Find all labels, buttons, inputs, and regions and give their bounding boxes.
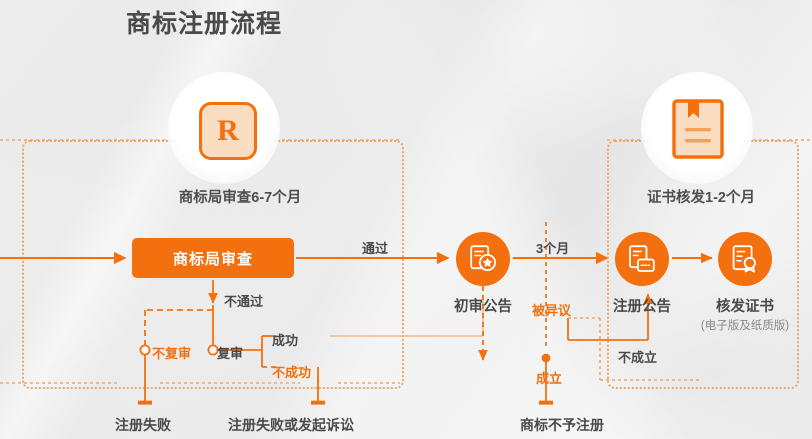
edge-label-not-pass: 不通过: [224, 294, 264, 309]
document-stack-icon: [629, 245, 655, 272]
node-issue-certificate[interactable]: [718, 232, 772, 286]
certificate-book-icon: [671, 98, 725, 160]
result-label-registration-failed: 注册失败: [115, 417, 171, 433]
edge-label-review: 复审: [217, 346, 244, 361]
node-sublabel-issue-certificate: (电子版及纸质版): [700, 320, 790, 332]
result-label-no-registration: 商标不予注册: [520, 417, 604, 433]
edge-label-no-review: 不复审: [152, 346, 192, 361]
node-preliminary-announcement[interactable]: [456, 232, 510, 286]
r-trademark-icon: R: [199, 102, 257, 160]
certificate-award-icon: [732, 245, 756, 273]
edge-label-success: 成功: [272, 333, 299, 348]
node-registration-announcement[interactable]: [615, 232, 669, 286]
group-caption-certificate: 证书核发1-2个月: [647, 190, 755, 206]
page-title: 商标注册流程: [126, 10, 283, 38]
node-label-registration-announcement: 注册公告: [613, 299, 671, 315]
result-label-failed-or-litigate: 注册失败或发起诉讼: [228, 417, 354, 433]
node-label-preliminary-announcement: 初审公告: [454, 299, 512, 315]
node-trademark-examination[interactable]: 商标局审查: [132, 238, 294, 278]
edge-label-not-established: 不成立: [618, 350, 658, 365]
edge-label-not-success: 不成功: [272, 365, 312, 380]
edge-label-established: 成立: [536, 371, 563, 386]
node-label-issue-certificate: 核发证书: [716, 299, 774, 315]
edge-label-three-months: 3个月: [536, 241, 570, 256]
edge-label-pass: 通过: [362, 241, 389, 256]
group-caption-examination: 商标局审查6-7个月: [178, 190, 302, 206]
edge-label-opposed: 被异议: [532, 303, 572, 318]
document-seal-icon: [470, 245, 496, 271]
